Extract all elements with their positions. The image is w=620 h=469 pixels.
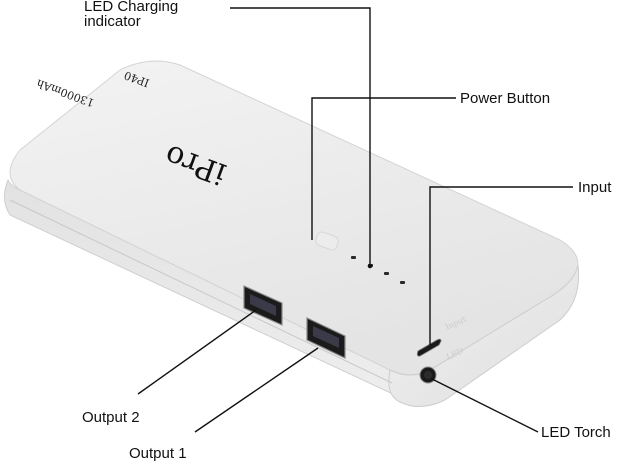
label-led-charging-indicator: LED Charging indicator <box>84 0 178 29</box>
label-led-charging-line1: LED Charging <box>84 0 179 15</box>
label-output-1: Output 1 <box>129 445 187 462</box>
callout-line-power-button <box>311 97 456 240</box>
callout-lines <box>137 7 573 433</box>
label-input: Input <box>578 179 612 196</box>
callout-line-led-charging <box>230 7 371 266</box>
device-seam-line <box>9 199 393 384</box>
callout-line-output-1 <box>194 347 319 433</box>
usb-port-output-1[interactable] <box>306 317 346 359</box>
label-power-button: Power Button <box>460 90 551 107</box>
usb-port-output-2[interactable] <box>243 285 283 326</box>
micro-usb-input-port[interactable] <box>416 338 442 357</box>
label-led-torch: LED Torch <box>541 424 611 441</box>
callout-line-output-2 <box>137 309 257 395</box>
callout-line-led-torch <box>431 378 539 433</box>
label-output-2: Output 2 <box>82 409 140 426</box>
label-led-charging-line2: indicator <box>84 13 141 30</box>
callout-line-input <box>429 186 573 345</box>
capacity-text: 13000mAh <box>35 77 96 110</box>
power-button-shape[interactable] <box>314 231 339 252</box>
